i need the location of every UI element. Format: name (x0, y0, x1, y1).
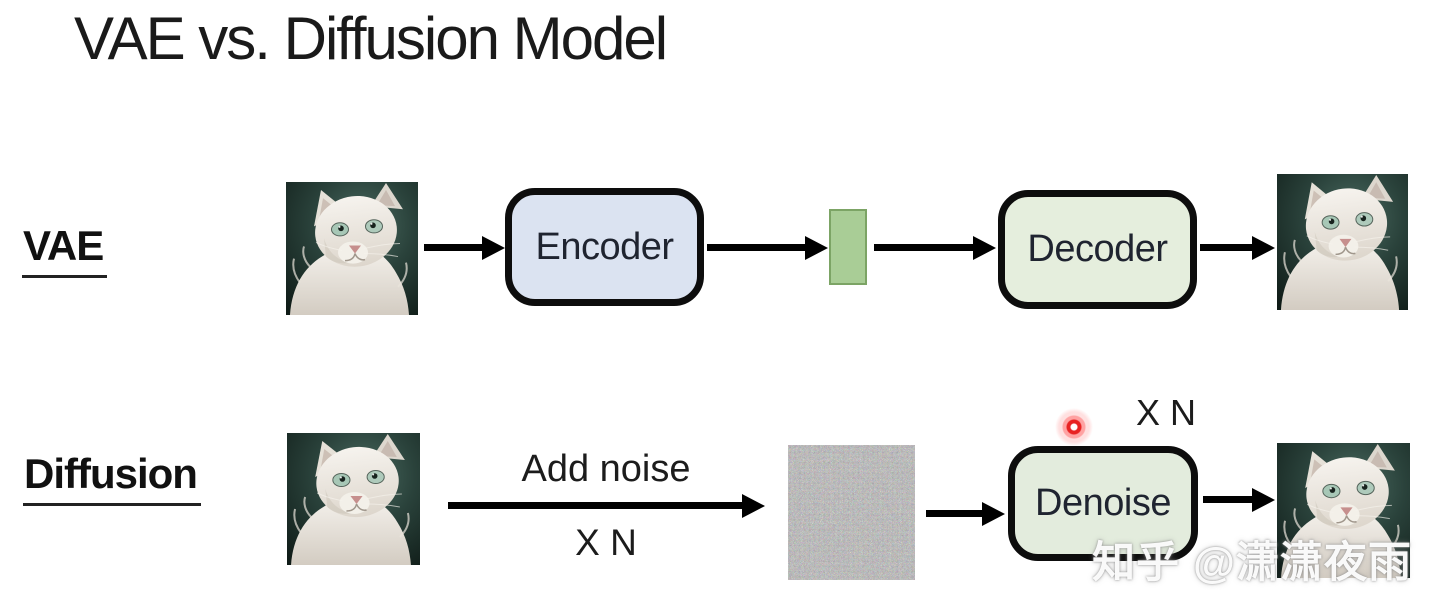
decoder-box: Decoder (998, 190, 1197, 309)
arrow-decoder-to-cat (1200, 244, 1252, 251)
cat-photo-vae-input (286, 182, 418, 315)
denoise-box: Denoise (1008, 446, 1198, 561)
cat-photo-vae-output (1277, 174, 1408, 310)
laser-pointer-dot (1055, 408, 1093, 446)
vae-row-label-text: VAE (22, 222, 108, 278)
encoder-box: Encoder (505, 188, 704, 306)
arrow-add-noise (448, 502, 742, 509)
arrow-noise-to-denoise (926, 510, 982, 517)
diffusion-row-label-text: Diffusion (23, 450, 201, 506)
encoder-label: Encoder (535, 225, 674, 268)
cat-photo-diffusion-input (287, 433, 420, 565)
zhihu-watermark: 知乎 @潇潇夜雨 (1092, 539, 1412, 587)
noise-image (788, 445, 915, 580)
decoder-label: Decoder (1027, 228, 1168, 270)
slide-title: VAE vs. Diffusion Model (74, 5, 668, 72)
add-noise-repeat-label: X N (575, 522, 637, 563)
denoise-repeat-label: X N (1135, 392, 1196, 433)
add-noise-label: Add noise (521, 448, 691, 490)
arrow-denoise-to-cat (1203, 496, 1252, 503)
denoise-label: Denoise (1035, 482, 1171, 524)
diffusion-row-label: Diffusion (23, 450, 201, 506)
latent-vector-bar (829, 209, 867, 285)
arrow-cat-to-encoder (424, 244, 482, 251)
arrow-encoder-to-latent (707, 244, 805, 251)
vae-row-label: VAE (22, 222, 108, 278)
arrow-latent-to-decoder (874, 244, 973, 251)
